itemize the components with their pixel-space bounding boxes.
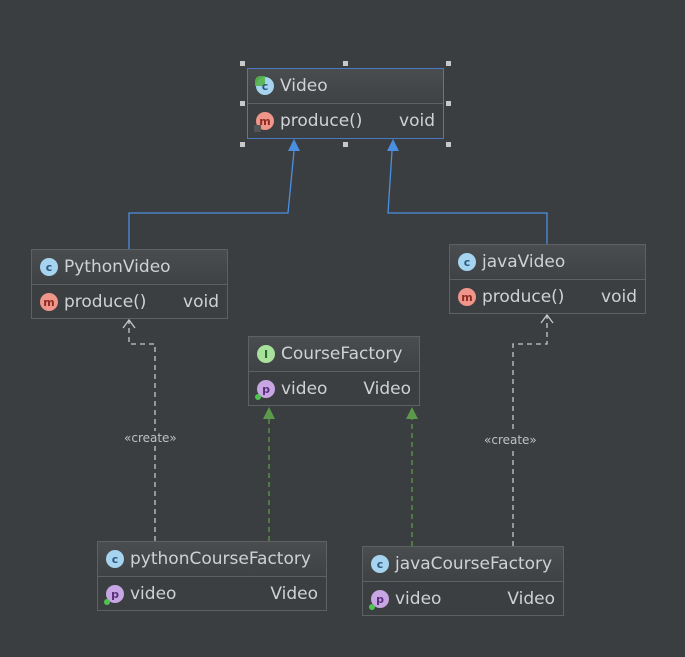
method-return-type: void bbox=[183, 292, 219, 312]
class-node-python-video[interactable]: c PythonVideo m produce() void bbox=[31, 249, 228, 319]
class-icon: c bbox=[371, 555, 389, 573]
extends-arrowhead bbox=[288, 139, 300, 151]
property-name: video bbox=[395, 589, 442, 609]
class-header: c pythonCourseFactory bbox=[98, 542, 326, 577]
method-icon: m bbox=[40, 293, 58, 311]
method-name: produce() bbox=[280, 111, 363, 131]
create-dependency-edge[interactable] bbox=[512, 315, 548, 546]
create-edge-label: «create» bbox=[484, 433, 537, 447]
class-name: CourseFactory bbox=[281, 344, 403, 364]
selection-handle[interactable] bbox=[446, 101, 451, 106]
class-name: javaVideo bbox=[482, 252, 566, 272]
selection-handle[interactable] bbox=[343, 61, 348, 66]
method-icon: m bbox=[254, 112, 274, 132]
create-arrowhead bbox=[540, 313, 554, 324]
class-header: I CourseFactory bbox=[249, 337, 419, 372]
property-row[interactable]: p video Video bbox=[98, 577, 326, 611]
selection-handle[interactable] bbox=[343, 142, 348, 147]
method-row[interactable]: m produce() void bbox=[248, 104, 443, 138]
property-type: Video bbox=[363, 379, 411, 399]
lock-icon bbox=[254, 125, 261, 132]
class-name: Video bbox=[280, 76, 328, 96]
selection-handle[interactable] bbox=[240, 61, 245, 66]
interface-icon: I bbox=[257, 345, 275, 363]
class-header: c javaVideo bbox=[450, 245, 645, 280]
class-header: c PythonVideo bbox=[32, 250, 227, 285]
property-name: video bbox=[130, 584, 177, 604]
selection-handle[interactable] bbox=[240, 101, 245, 106]
method-return-type: void bbox=[601, 287, 637, 307]
property-icon: p bbox=[369, 590, 389, 610]
property-icon: p bbox=[104, 585, 124, 605]
class-node-java-video[interactable]: c javaVideo m produce() void bbox=[449, 244, 646, 314]
class-name: pythonCourseFactory bbox=[130, 549, 311, 569]
extends-edge[interactable] bbox=[387, 150, 548, 244]
public-dot-icon bbox=[369, 604, 375, 610]
method-row[interactable]: m produce() void bbox=[450, 280, 645, 314]
create-edge-label: «create» bbox=[124, 431, 177, 445]
implements-arrowhead bbox=[406, 407, 418, 419]
property-row[interactable]: p video Video bbox=[249, 372, 419, 406]
property-icon: p bbox=[255, 380, 275, 400]
method-name: produce() bbox=[64, 292, 147, 312]
public-dot-icon bbox=[104, 599, 110, 605]
property-type: Video bbox=[270, 584, 318, 604]
class-name: javaCourseFactory bbox=[395, 554, 553, 574]
class-icon: c bbox=[458, 253, 476, 271]
interface-node-course-factory[interactable]: I CourseFactory p video Video bbox=[248, 336, 420, 406]
method-icon: m bbox=[458, 288, 476, 306]
create-arrowhead bbox=[122, 318, 136, 329]
class-node-python-course-factory[interactable]: c pythonCourseFactory p video Video bbox=[97, 541, 327, 611]
selection-handle[interactable] bbox=[446, 142, 451, 147]
selection-handle[interactable] bbox=[446, 61, 451, 66]
class-node-java-course-factory[interactable]: c javaCourseFactory p video Video bbox=[362, 546, 564, 616]
abstract-class-icon: c bbox=[255, 76, 274, 95]
selection-handle[interactable] bbox=[240, 142, 245, 147]
method-return-type: void bbox=[399, 111, 435, 131]
public-dot-icon bbox=[255, 394, 261, 400]
method-name: produce() bbox=[482, 287, 565, 307]
property-name: video bbox=[281, 379, 328, 399]
property-row[interactable]: p video Video bbox=[363, 582, 563, 616]
extends-arrowhead bbox=[387, 139, 399, 151]
extends-edge[interactable] bbox=[128, 150, 295, 249]
class-header: c Video bbox=[248, 69, 443, 104]
class-header: c javaCourseFactory bbox=[363, 547, 563, 582]
class-node-video[interactable]: c Video m produce() void bbox=[247, 68, 444, 139]
class-icon: c bbox=[40, 258, 58, 276]
property-type: Video bbox=[507, 589, 555, 609]
method-row[interactable]: m produce() void bbox=[32, 285, 227, 319]
class-icon: c bbox=[106, 550, 124, 568]
class-name: PythonVideo bbox=[64, 257, 171, 277]
implements-arrowhead bbox=[263, 407, 275, 419]
